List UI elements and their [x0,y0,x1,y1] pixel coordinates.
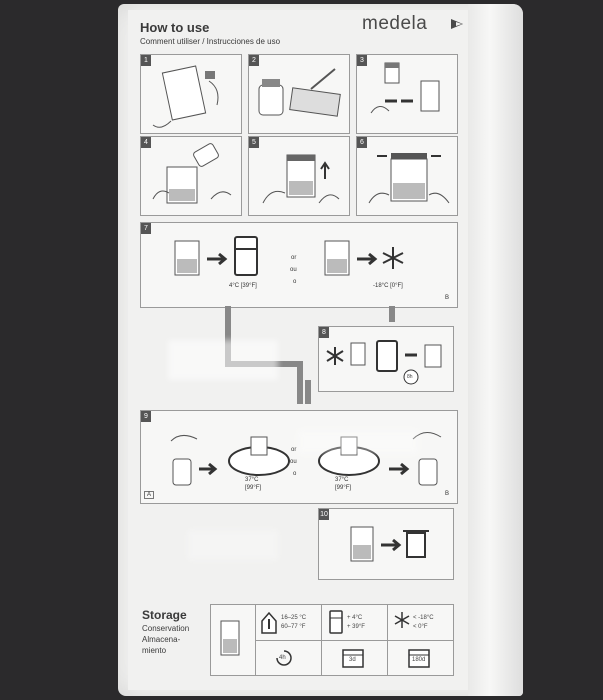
fridge-temp-label: 4°C [39°F] [229,283,257,289]
step-2-panel: 2 [248,54,350,134]
calendar-icon [408,649,430,668]
step-4-panel: 4 [140,136,242,216]
warm-water-bath-illustration [170,435,290,486]
left-temp-f-label: [99°F] [245,485,262,491]
plastic-glare [298,430,418,454]
step-number: 3 [357,55,367,66]
room-temp-c: 16–25 °C [281,615,307,621]
page-title: How to use [140,20,210,35]
freezer-temp-c: < -18°C [413,615,434,621]
pour-milk-illustration [152,143,232,204]
step-number: 9 [141,411,151,422]
storage-es-2: miento [142,646,167,655]
storage-table: 16–25 °C 60–77 °F 4h + 4°C + 39°F 3d < -… [210,604,454,676]
right-temp-label: 37°C [335,477,349,483]
step-10-panel: 10 [318,508,454,580]
step-5-panel: 5 [248,136,350,216]
right-temp-f-label: [99°F] [335,485,352,491]
step-number: 6 [357,137,367,148]
corner-b-label: B [445,491,450,497]
storage-fr: Conservation [142,624,190,633]
step-number: 1 [141,55,151,66]
step-3-panel: 3 [356,54,458,134]
open-bag-illustration [370,62,440,114]
step-6-panel: 6 [356,136,458,216]
clock-icon [276,650,292,666]
remove-air-illustration [262,154,340,204]
tear-bag-illustration [152,65,219,128]
step-1-panel: 1 [140,54,242,134]
or-label-fr: ou [290,267,297,273]
room-time: 4h [279,655,286,661]
bag-edge [468,4,523,696]
house-thermometer-icon [261,611,277,634]
seal-bag-illustration [368,153,450,204]
or-label-fr: ou [290,459,297,465]
fridge-temp-c: + 4°C [347,615,363,621]
step-number: 5 [249,137,259,148]
hours-label: 8h [407,374,413,380]
step-7-panel: 7 4°C [39°F] or ou o -18°C [0°F] B [140,222,458,308]
step-number: 7 [141,223,151,234]
storage-es-1: Almacena- [142,635,181,644]
step-8-panel: 8 8h [318,326,454,392]
fridge-storage-illustration [174,236,258,276]
plastic-glare [168,340,278,380]
step-number: 8 [319,327,329,338]
instruction-card: How to use Comment utiliser / Instruccio… [128,10,468,690]
brand-mark-icon [451,19,463,29]
brand-logo: medela [362,13,428,34]
thaw-in-fridge-illustration [326,340,442,385]
freezer-temp-label: -18°C [0°F] [373,283,403,289]
write-label-illustration [258,68,341,117]
or-label-es: o [293,279,297,285]
or-label: or [291,255,297,261]
corner-a-label: A [144,491,155,499]
fridge-icon [329,610,343,634]
warm-bowl-illustration [318,432,442,486]
room-temp-f: 60–77 °F [281,624,306,630]
freezer-storage-illustration [324,240,404,276]
step-9-panel: 9 37°C [99°F] or ou o 37°C [99°F] A B [140,410,458,504]
fridge-time: 3d [349,657,356,663]
step-number: 10 [319,509,329,520]
plastic-glare [188,530,278,560]
corner-label: B [445,295,450,301]
freezer-temp-f: < 0°F [413,624,428,630]
snowflake-icon [394,612,410,628]
left-temp-label: 37°C [245,477,259,483]
or-label: or [291,447,297,453]
freezer-time: 180d [412,657,426,663]
step-number: 2 [249,55,259,66]
or-label-es: o [293,471,297,477]
calendar-icon [342,649,364,668]
fridge-temp-f: + 39°F [347,624,365,630]
step-number: 4 [141,137,151,148]
bag-icon [220,620,240,656]
divider [255,640,453,641]
discard-illustration [350,526,429,562]
storage-title: Storage [142,608,187,622]
page-subtitle: Comment utiliser / Instrucciones de uso [140,37,281,46]
